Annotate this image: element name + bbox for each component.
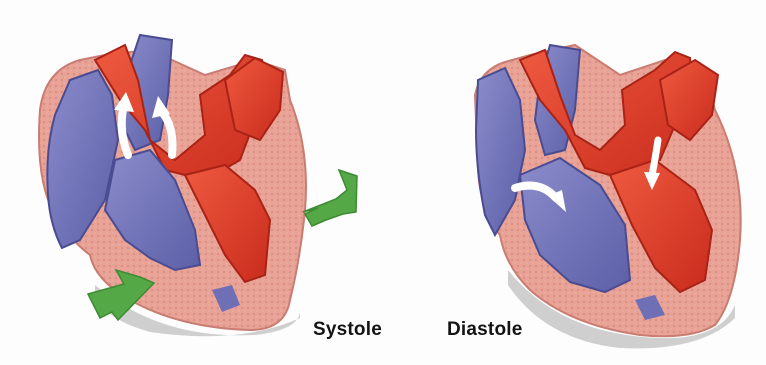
systole-label: Systole (313, 319, 382, 341)
systole-heart (39, 35, 306, 336)
diastole-label: Diastole (447, 319, 523, 341)
diastole-heart (475, 45, 741, 348)
contraction-arrow-right-icon (303, 170, 357, 226)
